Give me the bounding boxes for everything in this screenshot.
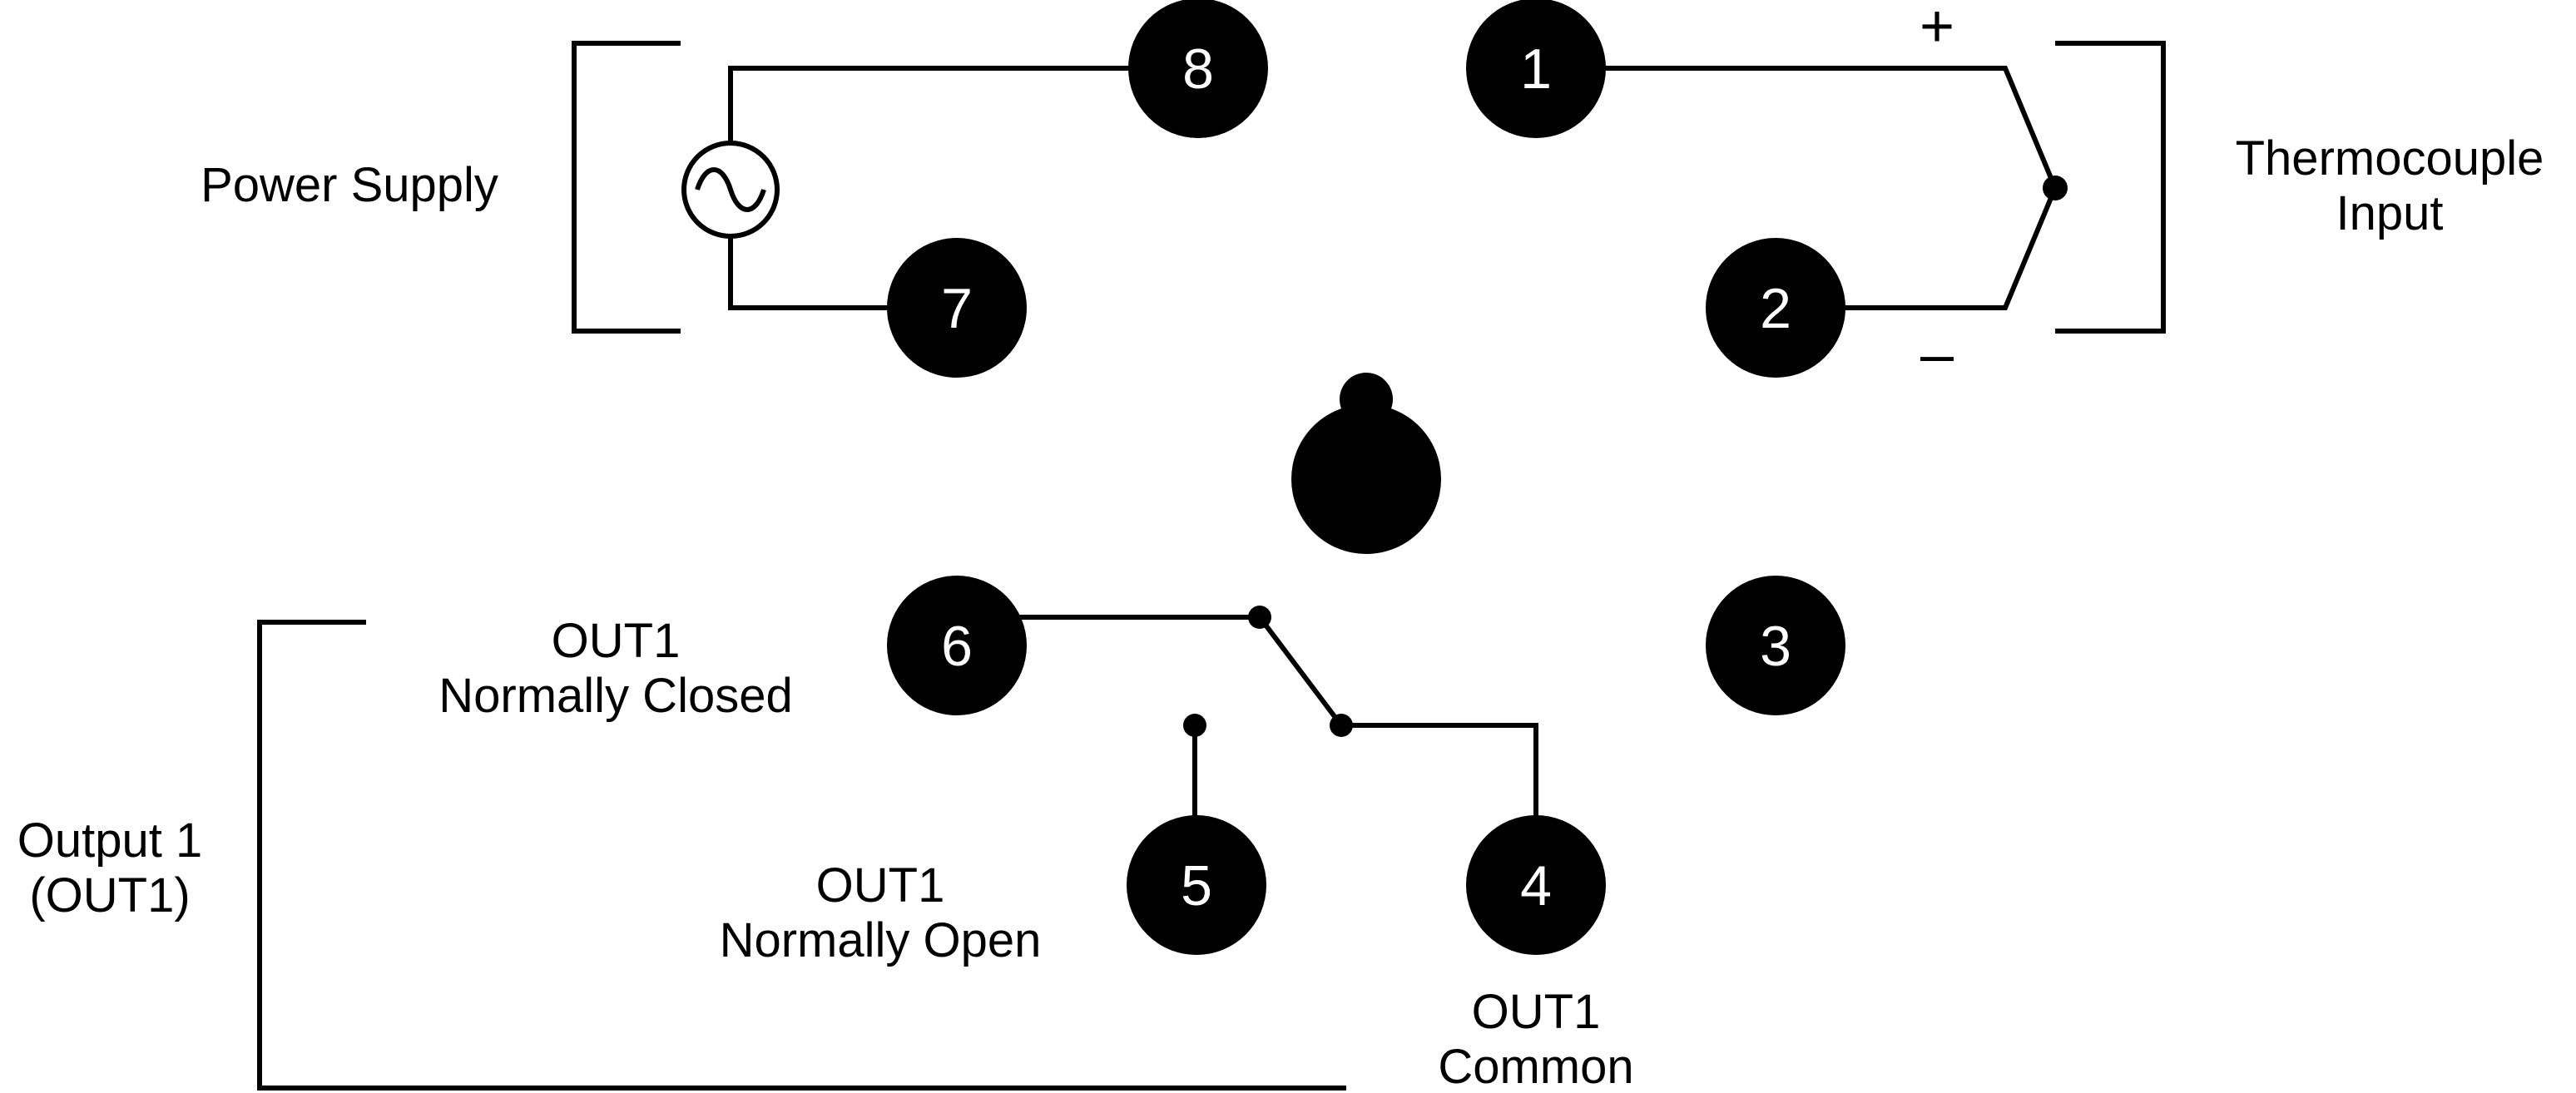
no-contact-dot: [1183, 714, 1206, 737]
terminal-4: 4: [1466, 815, 1606, 955]
thermocouple-plus-sign: +: [1920, 0, 1954, 60]
terminal-5-number: 5: [1181, 854, 1212, 917]
terminal-6-number: 6: [941, 615, 973, 678]
terminal-4-number: 4: [1520, 854, 1552, 917]
terminal-2: 2: [1706, 238, 1845, 378]
power-supply-label: Power Supply: [201, 158, 498, 212]
terminal-1: 1: [1466, 0, 1606, 138]
terminal-6: 6: [887, 576, 1027, 715]
socket-key-icon: [1291, 373, 1441, 554]
terminal-7: 7: [887, 238, 1027, 378]
relay-switch-arm: [1257, 616, 1344, 727]
terminal-8-number: 8: [1182, 37, 1214, 101]
common-label-line1: OUT1: [1472, 985, 1601, 1039]
ac-source-icon: [681, 141, 780, 239]
wire-terminal-1-thermocouple: [1538, 66, 2058, 190]
terminal-3-number: 3: [1760, 615, 1791, 678]
terminal-5: 5: [1127, 815, 1266, 955]
thermocouple-minus-sign: –: [1920, 321, 1954, 388]
no-label-line1: OUT1: [816, 858, 945, 912]
terminal-1-number: 1: [1520, 37, 1552, 101]
nc-contact-dot: [1248, 606, 1271, 629]
thermocouple-label-line1: Thermocouple: [2236, 131, 2544, 185]
wire-common-to-terminal-4: [1341, 723, 1538, 832]
output-1-bracket: [257, 620, 1346, 1091]
terminal-2-number: 2: [1760, 277, 1791, 340]
wire-terminal-2-thermocouple: [1776, 186, 2058, 310]
thermocouple-bracket: [2055, 41, 2166, 334]
thermocouple-junction-dot: [2043, 176, 2068, 200]
wire-supply-to-terminal-7: [728, 231, 957, 310]
output-1-label-line1: Output 1: [17, 814, 202, 868]
common-contact-dot: [1330, 714, 1353, 737]
wire-supply-to-terminal-8: [728, 66, 1198, 146]
thermocouple-label-line2: Input: [2336, 186, 2444, 240]
nc-label-line2: Normally Closed: [438, 669, 792, 723]
terminal-3: 3: [1706, 576, 1845, 715]
common-label-line2: Common: [1438, 1040, 1633, 1093]
output-1-label-line2: (OUT1): [29, 868, 190, 922]
nc-label-line1: OUT1: [552, 614, 681, 668]
power-supply-bracket: [572, 41, 681, 334]
terminal-7-number: 7: [941, 277, 973, 340]
terminal-8: 8: [1128, 0, 1268, 138]
no-label-line2: Normally Open: [720, 913, 1042, 967]
